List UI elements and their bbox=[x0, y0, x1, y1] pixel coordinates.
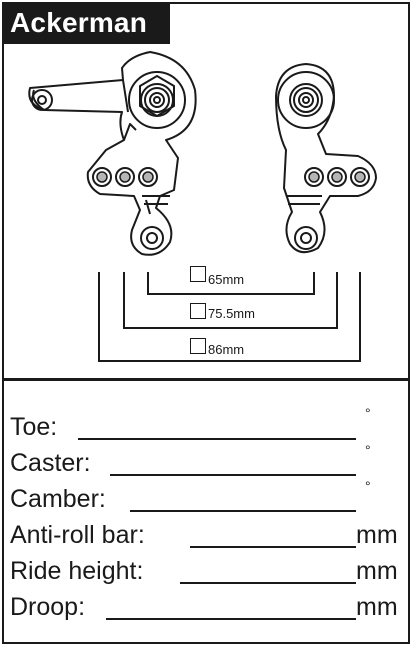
ride-height-unit: mm bbox=[356, 557, 398, 585]
header-bar: Ackerman bbox=[2, 2, 170, 44]
bracket-86mm bbox=[98, 272, 361, 362]
right-hole-3 bbox=[354, 171, 366, 183]
droop-field: Droop: bbox=[10, 592, 85, 622]
caster-field: Caster: bbox=[10, 448, 91, 478]
ride-height-label: Ride height: bbox=[10, 557, 144, 585]
bracket-75-5mm bbox=[123, 272, 338, 329]
section-divider bbox=[2, 378, 410, 381]
left-hole-3 bbox=[142, 171, 154, 183]
droop-label: Droop: bbox=[10, 593, 86, 621]
toe-input-line[interactable] bbox=[78, 438, 356, 440]
anti-roll-bar-field: Anti-roll bar: bbox=[10, 520, 145, 550]
dimension-label-86mm: 86mm bbox=[208, 342, 245, 357]
anti-roll-bar-label: Anti-roll bar: bbox=[10, 521, 145, 549]
steering-arms-diagram bbox=[28, 51, 377, 362]
anti-roll-bar-input-line[interactable] bbox=[190, 546, 356, 548]
toe-field: Toe: bbox=[10, 412, 57, 442]
header-title: Ackerman bbox=[10, 7, 148, 38]
toe-unit: ° bbox=[365, 405, 371, 421]
camber-field: Camber: bbox=[10, 484, 106, 514]
camber-unit: ° bbox=[365, 478, 371, 494]
anti-roll-bar-unit: mm bbox=[356, 521, 398, 549]
left-arm-outline bbox=[28, 51, 197, 256]
checkbox-75-5mm[interactable] bbox=[190, 303, 206, 319]
bracket-65mm bbox=[147, 272, 315, 295]
droop-unit: mm bbox=[356, 593, 398, 621]
caster-unit: ° bbox=[365, 442, 371, 458]
toe-label: Toe: bbox=[10, 413, 58, 441]
left-hole-2 bbox=[119, 171, 131, 183]
checkbox-86mm[interactable] bbox=[190, 338, 206, 354]
sheet-border bbox=[2, 2, 410, 644]
ride-height-input-line[interactable] bbox=[180, 582, 356, 584]
droop-input-line[interactable] bbox=[106, 618, 356, 620]
ride-height-field: Ride height: bbox=[10, 556, 143, 586]
left-hole-1 bbox=[96, 171, 108, 183]
dimension-label-65mm: 65mm bbox=[208, 272, 245, 287]
right-arm-outline bbox=[275, 63, 377, 254]
right-hole-2 bbox=[331, 171, 343, 183]
checkbox-65mm[interactable] bbox=[190, 266, 206, 282]
caster-input-line[interactable] bbox=[110, 474, 356, 476]
camber-label: Camber: bbox=[10, 485, 106, 513]
camber-input-line[interactable] bbox=[130, 510, 356, 512]
dimension-label-75-5mm: 75.5mm bbox=[208, 306, 255, 321]
caster-label: Caster: bbox=[10, 449, 91, 477]
right-hole-1 bbox=[308, 171, 320, 183]
